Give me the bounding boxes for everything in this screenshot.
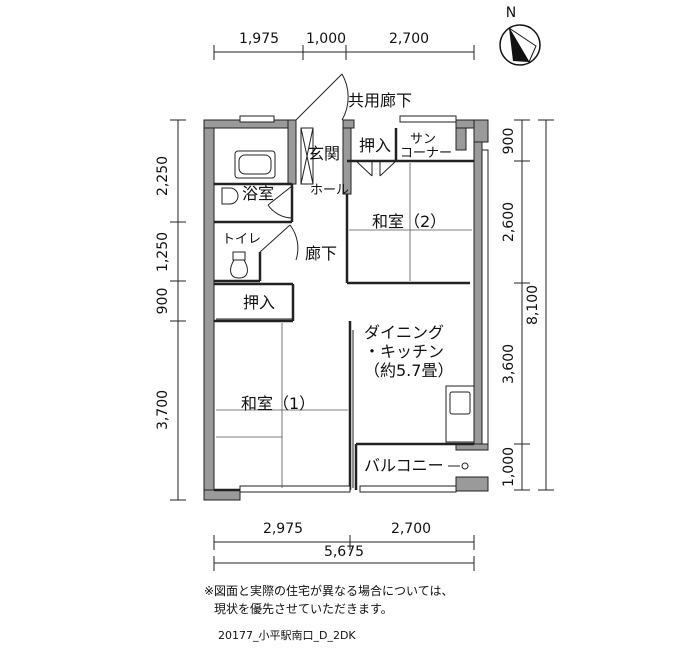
dim-left-1: 2,250 <box>155 156 171 196</box>
tatami-lines <box>216 163 472 488</box>
label-entrance: 玄関 <box>308 144 340 163</box>
washbasin-icon <box>221 187 239 205</box>
plan-code: 20177_小平駅南口_D_2DK <box>218 629 356 642</box>
bathtub-icon <box>234 150 276 179</box>
label-bath: 浴室 <box>242 184 274 203</box>
label-dk-3: （約5.7畳） <box>364 361 453 380</box>
dim-top-1: 1,975 <box>239 31 279 47</box>
dim-left-3: 900 <box>155 288 171 315</box>
walls <box>203 119 489 501</box>
dim-left-4: 3,700 <box>155 390 171 430</box>
label-sun-corner-1: サン <box>410 132 436 147</box>
dim-right-3: 3,600 <box>501 344 517 384</box>
shoe-cabinet-icon <box>300 127 314 185</box>
label-dk-1: ダイニング <box>364 323 444 342</box>
dim-right-total: 8,100 <box>525 285 541 325</box>
dim-bottom-total: 5,675 <box>324 544 364 560</box>
label-dk-2: ・キッチン <box>364 342 444 361</box>
toilet-icon <box>230 251 248 279</box>
sink-icon <box>449 391 471 415</box>
label-corridor-common: 共用廊下 <box>348 91 412 110</box>
fixtures <box>221 127 475 470</box>
disclaimer-line-1: ※図面と実際の住宅が異なる場合については、 <box>204 584 454 598</box>
kitchen-counter-icon <box>445 385 475 443</box>
dim-top-2: 1,000 <box>306 31 346 47</box>
label-toilet: トイレ <box>222 232 261 247</box>
disclaimer-line-2: 現状を優先させていただきます。 <box>214 602 393 616</box>
disclaimer-note: ※図面と実際の住宅が異なる場合については、 現状を優先させていただきます。 <box>204 582 453 618</box>
dim-top-3: 2,700 <box>389 31 429 47</box>
label-washitsu-2: 和室（2） <box>372 212 446 231</box>
label-closet-left: 押入 <box>243 293 275 312</box>
dim-left-2: 1,250 <box>155 232 171 272</box>
label-hall: ホール <box>310 183 349 198</box>
label-closet-top: 押入 <box>359 136 391 155</box>
label-washitsu-1: 和室（1） <box>241 394 315 413</box>
compass-north-label: N <box>506 5 516 21</box>
dim-bottom-1: 2,975 <box>263 521 303 537</box>
dim-right-1: 900 <box>501 128 517 155</box>
dim-bottom-2: 2,700 <box>391 521 431 537</box>
dim-right-2: 2,600 <box>501 202 517 242</box>
doors <box>216 73 397 488</box>
label-hallway: 廊下 <box>305 244 337 263</box>
label-balcony: バルコニー <box>364 456 444 475</box>
north-compass-icon: N <box>499 5 541 66</box>
windows <box>239 115 489 493</box>
dim-right-4: 1,000 <box>501 447 517 487</box>
dimension-lines <box>170 45 554 571</box>
floor-plan: 1,975 1,000 2,700 2,250 1,250 900 3,700 … <box>155 5 554 571</box>
label-sun-corner-2: コーナー <box>400 146 452 161</box>
